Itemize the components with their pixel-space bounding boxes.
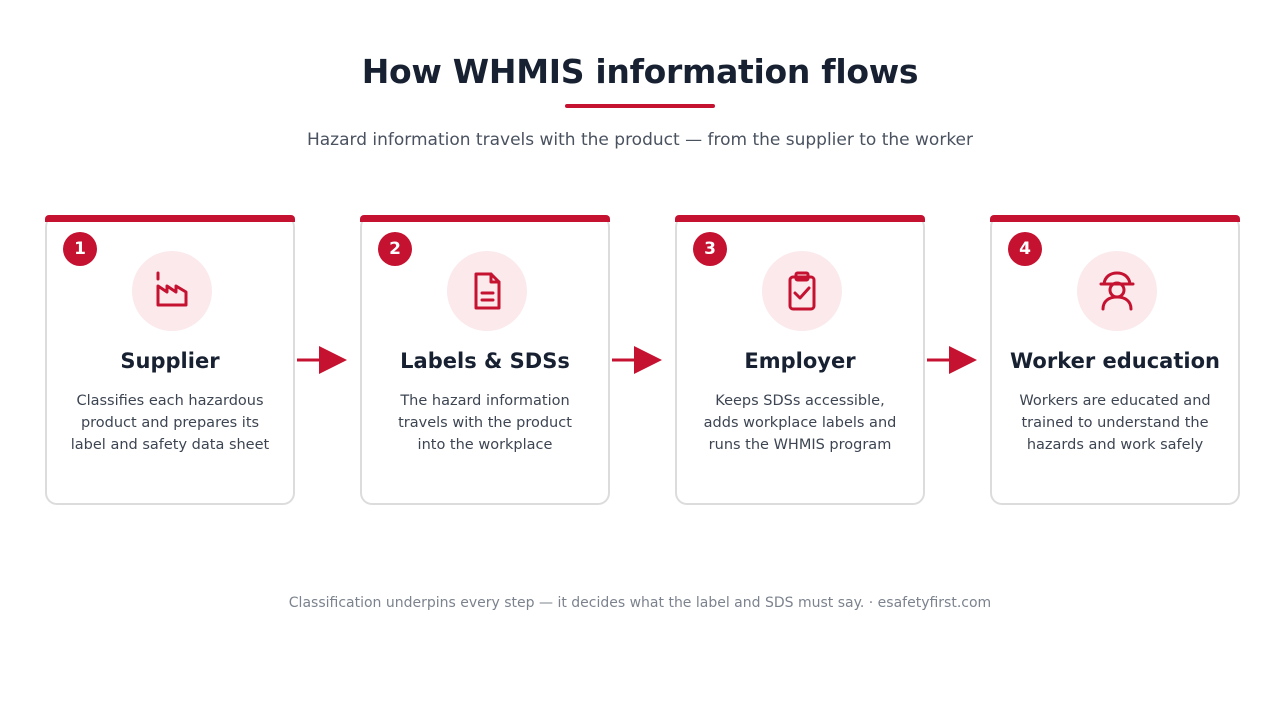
card-accent-bar <box>45 215 295 222</box>
document-icon <box>447 251 527 331</box>
page-subtitle: Hazard information travels with the prod… <box>306 130 974 150</box>
step-description: Keeps SDSs accessible, adds workplace la… <box>703 393 897 453</box>
card-accent-bar <box>360 215 610 222</box>
page-title: How WHMIS information flows <box>361 52 919 91</box>
step-number-badge: 2 <box>378 232 412 266</box>
step-number-badge: 3 <box>693 232 727 266</box>
step-card-worker-education: 4 Worker education Workers are educated … <box>990 215 1240 505</box>
step-description: Workers are educated and trained to unde… <box>1019 393 1211 453</box>
step-number-badge: 4 <box>1008 232 1042 266</box>
arrow-right-icon <box>297 346 347 374</box>
card-accent-bar <box>990 215 1240 222</box>
arrow-right-icon <box>612 346 662 374</box>
step-title: Supplier <box>120 349 220 373</box>
step-title: Employer <box>744 349 856 373</box>
step-description: Classifies each hazardous product and pr… <box>70 393 270 453</box>
factory-icon <box>132 251 212 331</box>
footer-note: Classification underpins every step — it… <box>288 595 992 611</box>
arrow-right-icon <box>927 346 977 374</box>
step-description: The hazard information travels with the … <box>398 393 572 453</box>
title-underline <box>565 104 715 108</box>
step-card-supplier: 1 Supplier Classifies each hazardous pro… <box>45 215 295 505</box>
step-title: Labels & SDSs <box>400 349 570 373</box>
step-card-labels-sdss: 2 Labels & SDSs The hazard information t… <box>360 215 610 505</box>
clipboard-check-icon <box>762 251 842 331</box>
card-accent-bar <box>675 215 925 222</box>
step-number-badge: 1 <box>63 232 97 266</box>
step-card-employer: 3 Employer Keeps SDSs accessible, adds w… <box>675 215 925 505</box>
hardhat-worker-icon <box>1077 251 1157 331</box>
step-title: Worker education <box>1010 349 1220 373</box>
